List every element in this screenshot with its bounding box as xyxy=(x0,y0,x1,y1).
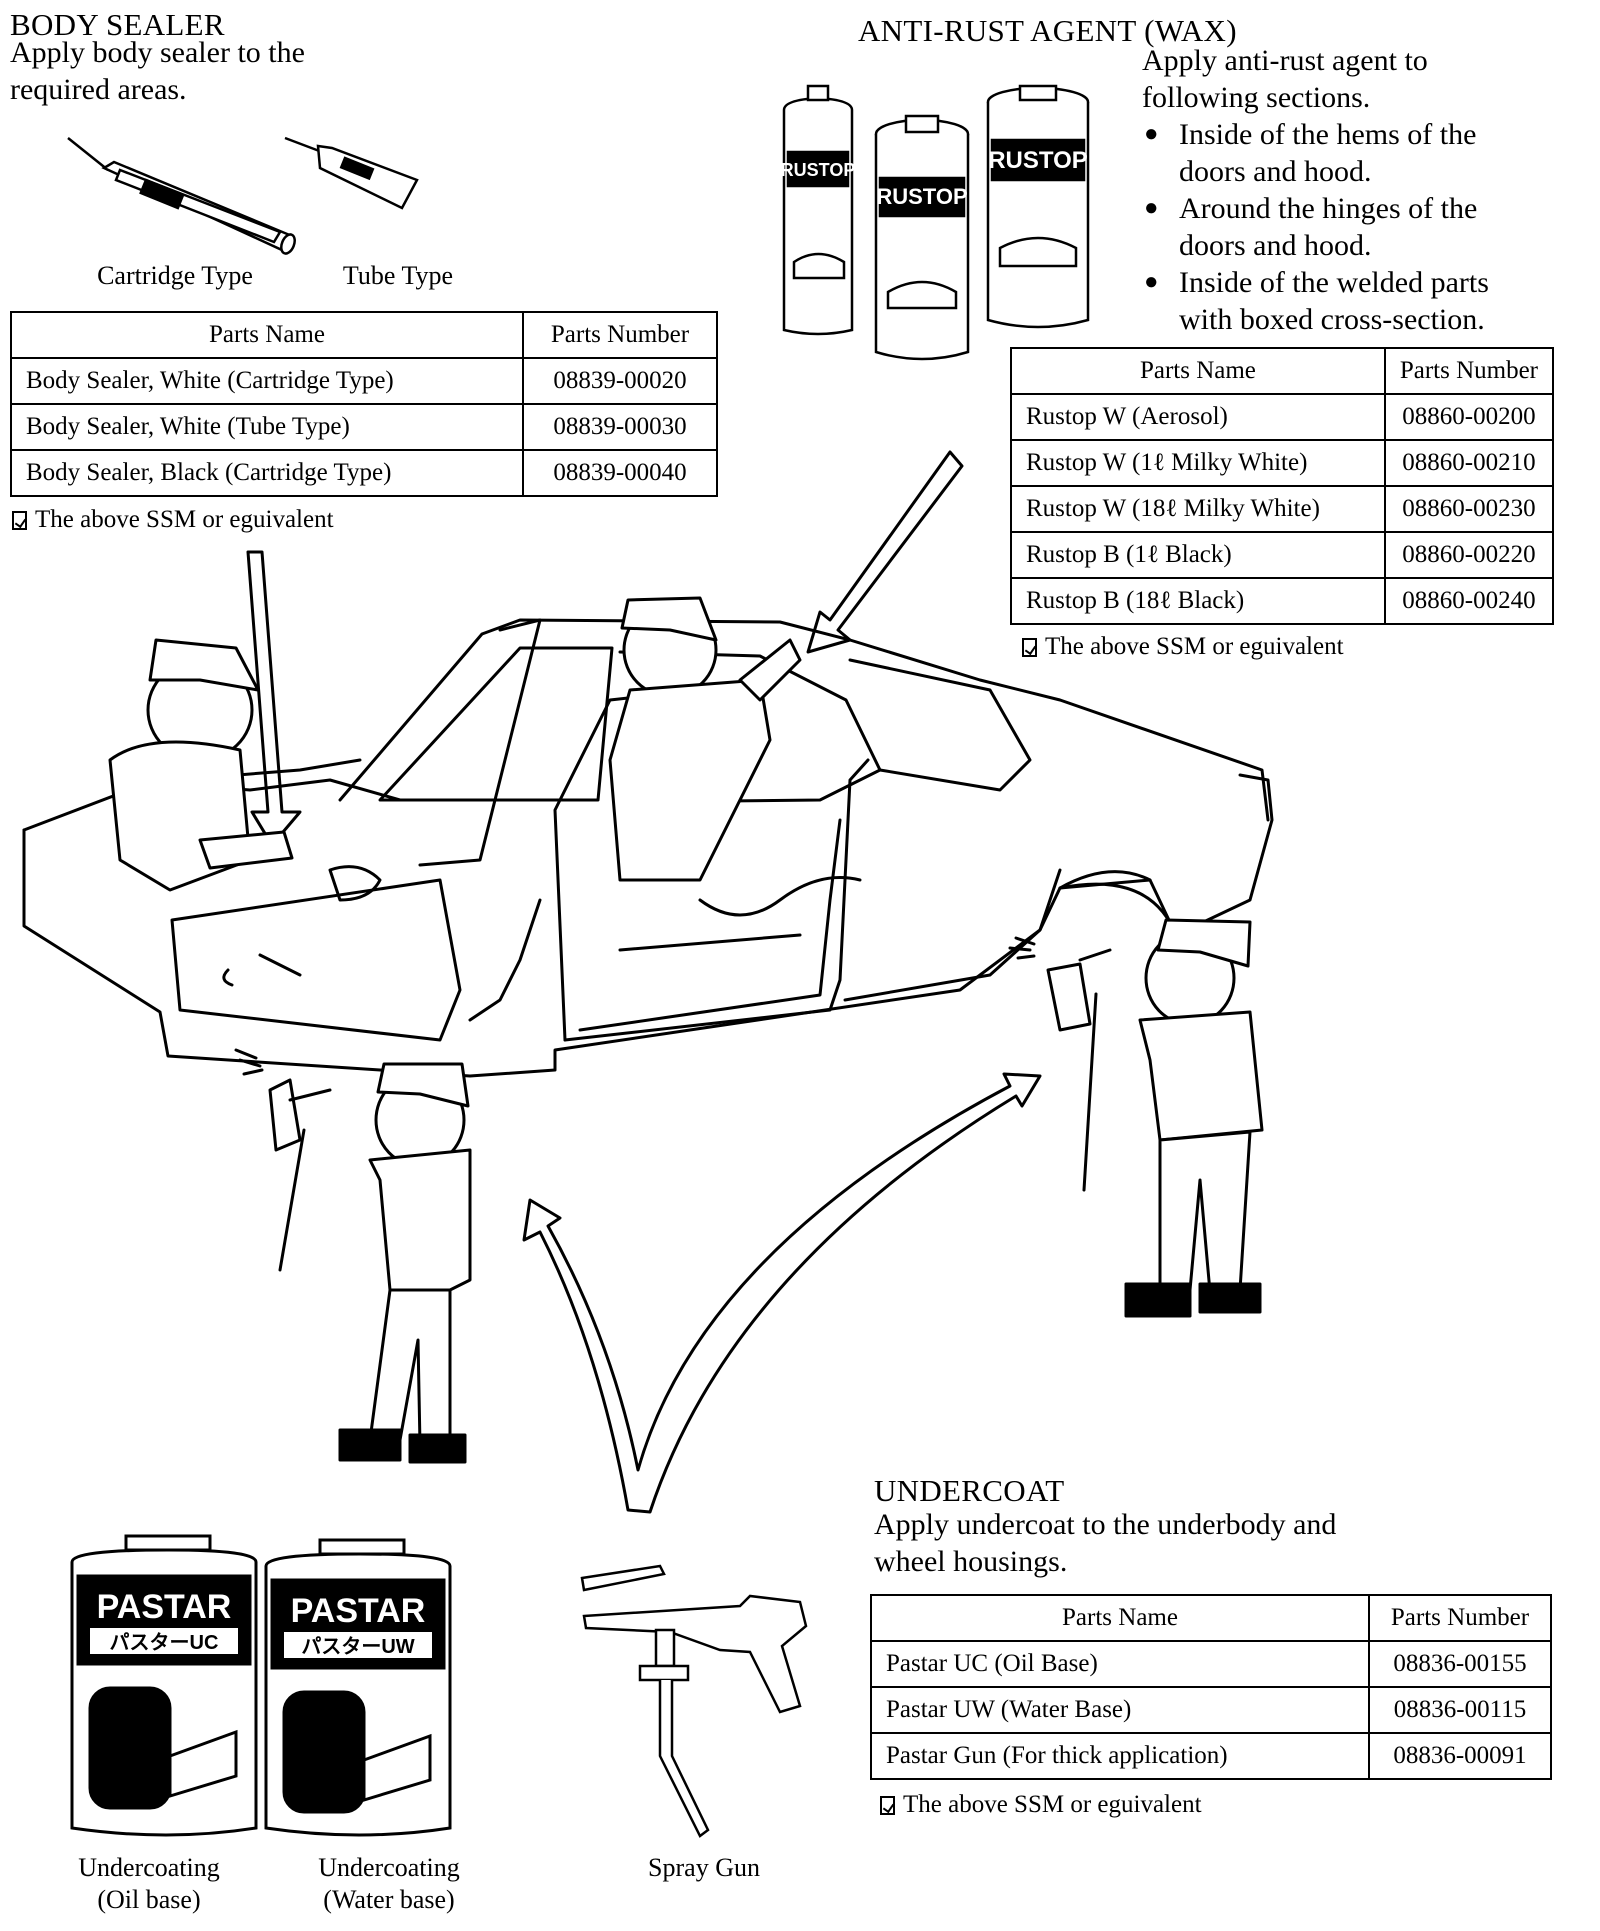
worker-undercoat-left-figure xyxy=(234,1048,472,1464)
svg-text:RUSTOP: RUSTOP xyxy=(988,147,1088,174)
table-row: Rustop B (1ℓ Black) 08860-00220 xyxy=(1010,531,1555,579)
svg-text:パスターUC: パスターUC xyxy=(110,1631,219,1654)
worker-sealer-figure xyxy=(108,638,294,892)
undercoat-parts-table: Parts Name Parts Number Pastar UC (Oil B… xyxy=(870,1594,1552,1780)
rustop-cans-illustration: RUSTOP RUSTOP RUSTOP xyxy=(781,84,1090,361)
note-page-icon xyxy=(1022,637,1037,657)
note-page-icon xyxy=(880,1795,895,1815)
table-row: Rustop B (18ℓ Black) 08860-00240 xyxy=(1010,577,1555,625)
svg-text:RUSTOP: RUSTOP xyxy=(876,184,967,209)
table-header-row: Parts Name Parts Number xyxy=(870,1594,1552,1642)
worker-undercoat-right-figure xyxy=(1008,918,1264,1318)
rustop-18l-can-icon: RUSTOP xyxy=(986,84,1090,329)
table-header-row: Parts Name Parts Number xyxy=(10,311,718,359)
table-row: Rustop W (Aerosol) 08860-00200 xyxy=(1010,393,1555,441)
body-sealer-description: Apply body sealer to the required areas. xyxy=(10,36,305,106)
undercoat-heading: UNDERCOAT xyxy=(874,1473,1065,1508)
pastar-uw-can-icon: PASTAR パスターUW xyxy=(264,1538,452,1837)
spray-gun-caption: Spray Gun xyxy=(648,1853,760,1882)
pastar-uc-can-icon: PASTAR パスターUC xyxy=(70,1534,258,1837)
body-sealer-parts-table: Parts Name Parts Number Body Sealer, Whi… xyxy=(10,311,718,497)
tube-caption: Tube Type xyxy=(342,261,454,290)
body-sealer-heading: BODY SEALER xyxy=(10,7,225,42)
table-row: Rustop W (1ℓ Milky White) 08860-00210 xyxy=(1010,439,1555,487)
undercoat-note: The above SSM or eguivalent xyxy=(880,1790,1202,1820)
svg-text:RUSTOP: RUSTOP xyxy=(781,160,856,180)
table-row: Rustop W (18ℓ Milky White) 08860-00230 xyxy=(1010,485,1555,533)
table-row: Body Sealer, White (Tube Type) 08839-000… xyxy=(10,403,718,451)
table-row: Pastar Gun (For thick application) 08836… xyxy=(870,1732,1552,1780)
oil-base-caption: Undercoating (Oil base) xyxy=(78,1853,220,1914)
rustop-aerosol-can-icon: RUSTOP xyxy=(781,84,856,336)
tube-illustration xyxy=(284,136,419,210)
undercoat-description: Apply undercoat to the underbody and whe… xyxy=(874,1508,1337,1578)
car-shell-outline xyxy=(22,618,1274,1078)
anti-rust-description: Apply anti-rust agent to following secti… xyxy=(1142,44,1428,114)
svg-text:PASTAR: PASTAR xyxy=(97,1588,232,1626)
water-base-caption: Undercoating (Water base) xyxy=(318,1853,460,1914)
spray-gun-icon xyxy=(580,1564,808,1838)
worker-anti-rust-figure xyxy=(608,596,802,882)
table-header-row: Parts Name Parts Number xyxy=(1010,347,1555,395)
svg-text:パスターUW: パスターUW xyxy=(301,1635,414,1658)
rustop-1l-can-icon: RUSTOP xyxy=(874,114,970,361)
svg-text:PASTAR: PASTAR xyxy=(291,1592,426,1630)
undercoat-products-illustration: PASTAR パスターUC PASTAR パスターUW xyxy=(70,1534,808,1838)
anti-rust-heading: ANTI-RUST AGENT (WAX) xyxy=(858,13,1237,48)
note-page-icon xyxy=(12,510,27,530)
sealer-tubes-illustration xyxy=(67,136,419,255)
anti-rust-parts-table: Parts Name Parts Number Rustop W (Aeroso… xyxy=(1010,347,1555,625)
cartridge-caption: Cartridge Type xyxy=(97,261,253,290)
undercoat-arrow-icon xyxy=(522,1072,1042,1514)
anti-rust-arrow-icon xyxy=(806,450,964,654)
anti-rust-note: The above SSM or eguivalent xyxy=(1022,632,1344,662)
body-sealer-arrow-icon xyxy=(246,550,302,847)
body-sealer-note: The above SSM or eguivalent xyxy=(12,505,334,535)
table-row: Body Sealer, Black (Cartridge Type) 0883… xyxy=(10,449,718,497)
table-row: Body Sealer, White (Cartridge Type) 0883… xyxy=(10,357,718,405)
table-row: Pastar UC (Oil Base) 08836-00155 xyxy=(870,1640,1552,1688)
table-row: Pastar UW (Water Base) 08836-00115 xyxy=(870,1686,1552,1734)
cartridge-illustration xyxy=(67,137,296,255)
